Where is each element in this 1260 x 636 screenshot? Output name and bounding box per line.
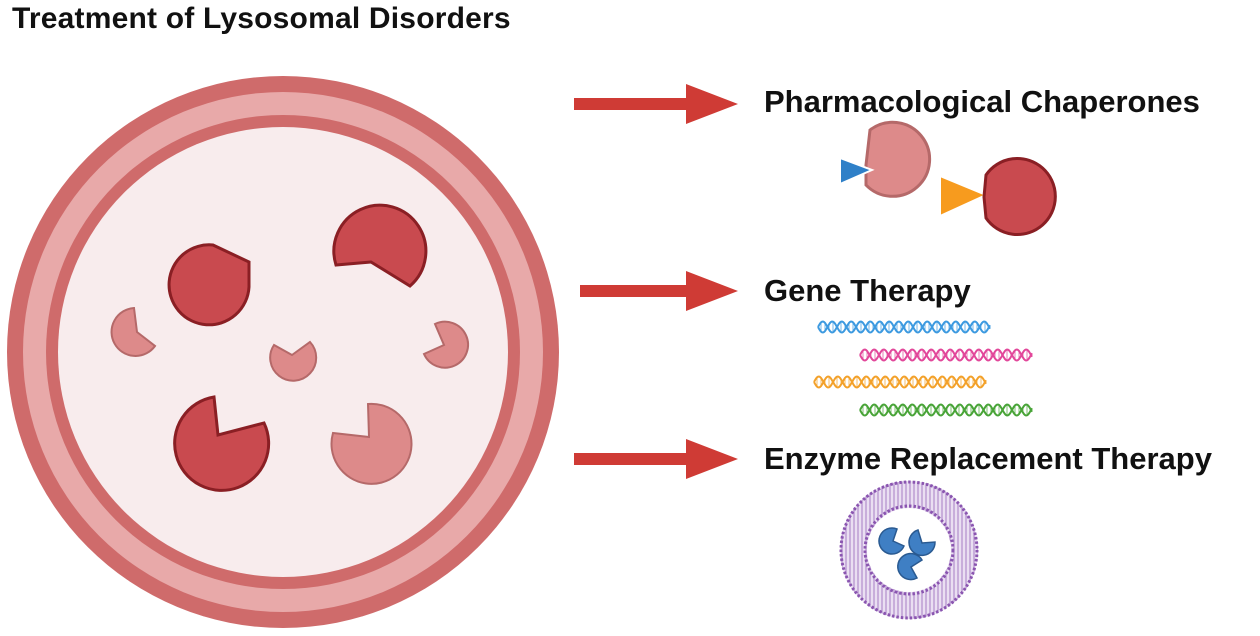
dna-backbone-b	[817, 320, 991, 334]
chaperone-enzyme-light	[864, 120, 932, 198]
enzyme-light-1	[110, 306, 157, 357]
liposome-outer-heads	[839, 480, 979, 620]
enzyme-light-3	[422, 320, 470, 369]
enzyme-light-2	[269, 340, 318, 382]
chaperone-blue-triangle	[839, 156, 875, 186]
chaperone-illustration	[839, 120, 1057, 236]
arrow-to-ert	[574, 439, 738, 479]
chaperone-enzyme-dark	[982, 157, 1057, 236]
dna-strand-pink	[859, 348, 1033, 362]
enzyme-dark-3	[173, 395, 271, 492]
dna-strand-blue	[817, 320, 991, 334]
label-enzyme-replacement-therapy: Enzyme Replacement Therapy	[764, 441, 1212, 476]
lysosome	[7, 76, 559, 628]
ert-enzyme-2	[908, 529, 936, 557]
chaperone-orange-triangle	[939, 174, 989, 218]
ert-enzyme-1	[878, 527, 905, 555]
arrow-to-gene-therapy	[580, 271, 738, 311]
arrow-to-chaperones	[574, 84, 738, 124]
dna-backbone-b	[859, 403, 1033, 417]
enzyme-dark-2	[332, 203, 428, 288]
liposome-inner-heads	[863, 504, 955, 596]
ert-enzyme-3	[897, 552, 924, 581]
liposome-illustration	[839, 480, 979, 620]
enzyme-light-4	[330, 402, 413, 485]
enzyme-dark-1	[167, 243, 251, 327]
dna-illustration	[813, 320, 1033, 417]
dna-strand-green	[859, 403, 1033, 417]
label-gene-therapy: Gene Therapy	[764, 273, 971, 308]
dna-backbone-b	[859, 348, 1033, 362]
label-pharmacological-chaperones: Pharmacological Chaperones	[764, 84, 1200, 119]
dna-backbone-b	[813, 375, 987, 389]
page-title: Treatment of Lysosomal Disorders	[12, 2, 511, 35]
dna-strand-orange	[813, 375, 987, 389]
